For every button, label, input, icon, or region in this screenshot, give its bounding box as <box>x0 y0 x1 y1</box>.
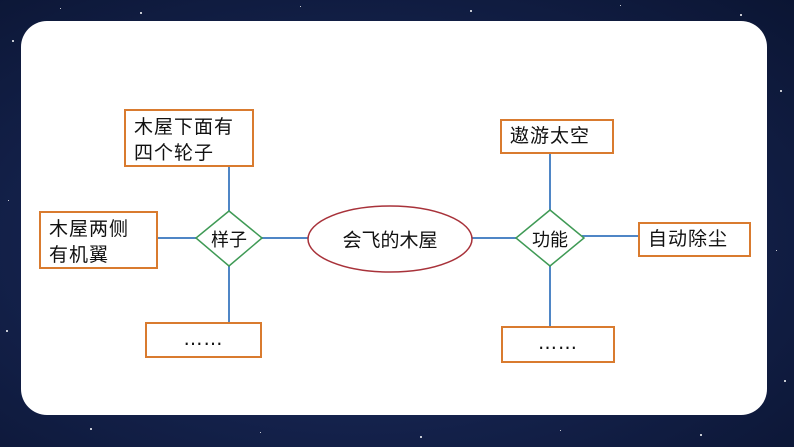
left-bottom-box: …… <box>145 322 262 358</box>
right-hub-label: 功能 <box>532 230 568 251</box>
left-side-line2: 有机翼 <box>49 244 110 266</box>
right-top-box: 遨游太空 <box>500 119 614 154</box>
left-bottom-text: …… <box>183 328 224 350</box>
left-top-line1: 木屋下面有 <box>134 116 235 138</box>
right-top-text: 遨游太空 <box>510 125 591 147</box>
left-side-box: 木屋两侧 有机翼 <box>39 211 158 269</box>
left-hub-diamond <box>194 210 264 267</box>
left-side-line1: 木屋两侧 <box>49 218 130 240</box>
right-side-box: 自动除尘 <box>638 222 751 257</box>
left-top-line2: 四个轮子 <box>134 142 215 164</box>
center-topic: 会飞的木屋 <box>342 229 438 252</box>
left-hub-label: 样子 <box>211 230 247 251</box>
right-bottom-box: …… <box>501 326 615 363</box>
right-bottom-text: …… <box>538 332 578 354</box>
right-side-text: 自动除尘 <box>648 228 729 250</box>
right-hub-diamond <box>514 209 586 267</box>
center-ellipse <box>307 205 473 273</box>
left-top-box: 木屋下面有 四个轮子 <box>124 109 254 167</box>
